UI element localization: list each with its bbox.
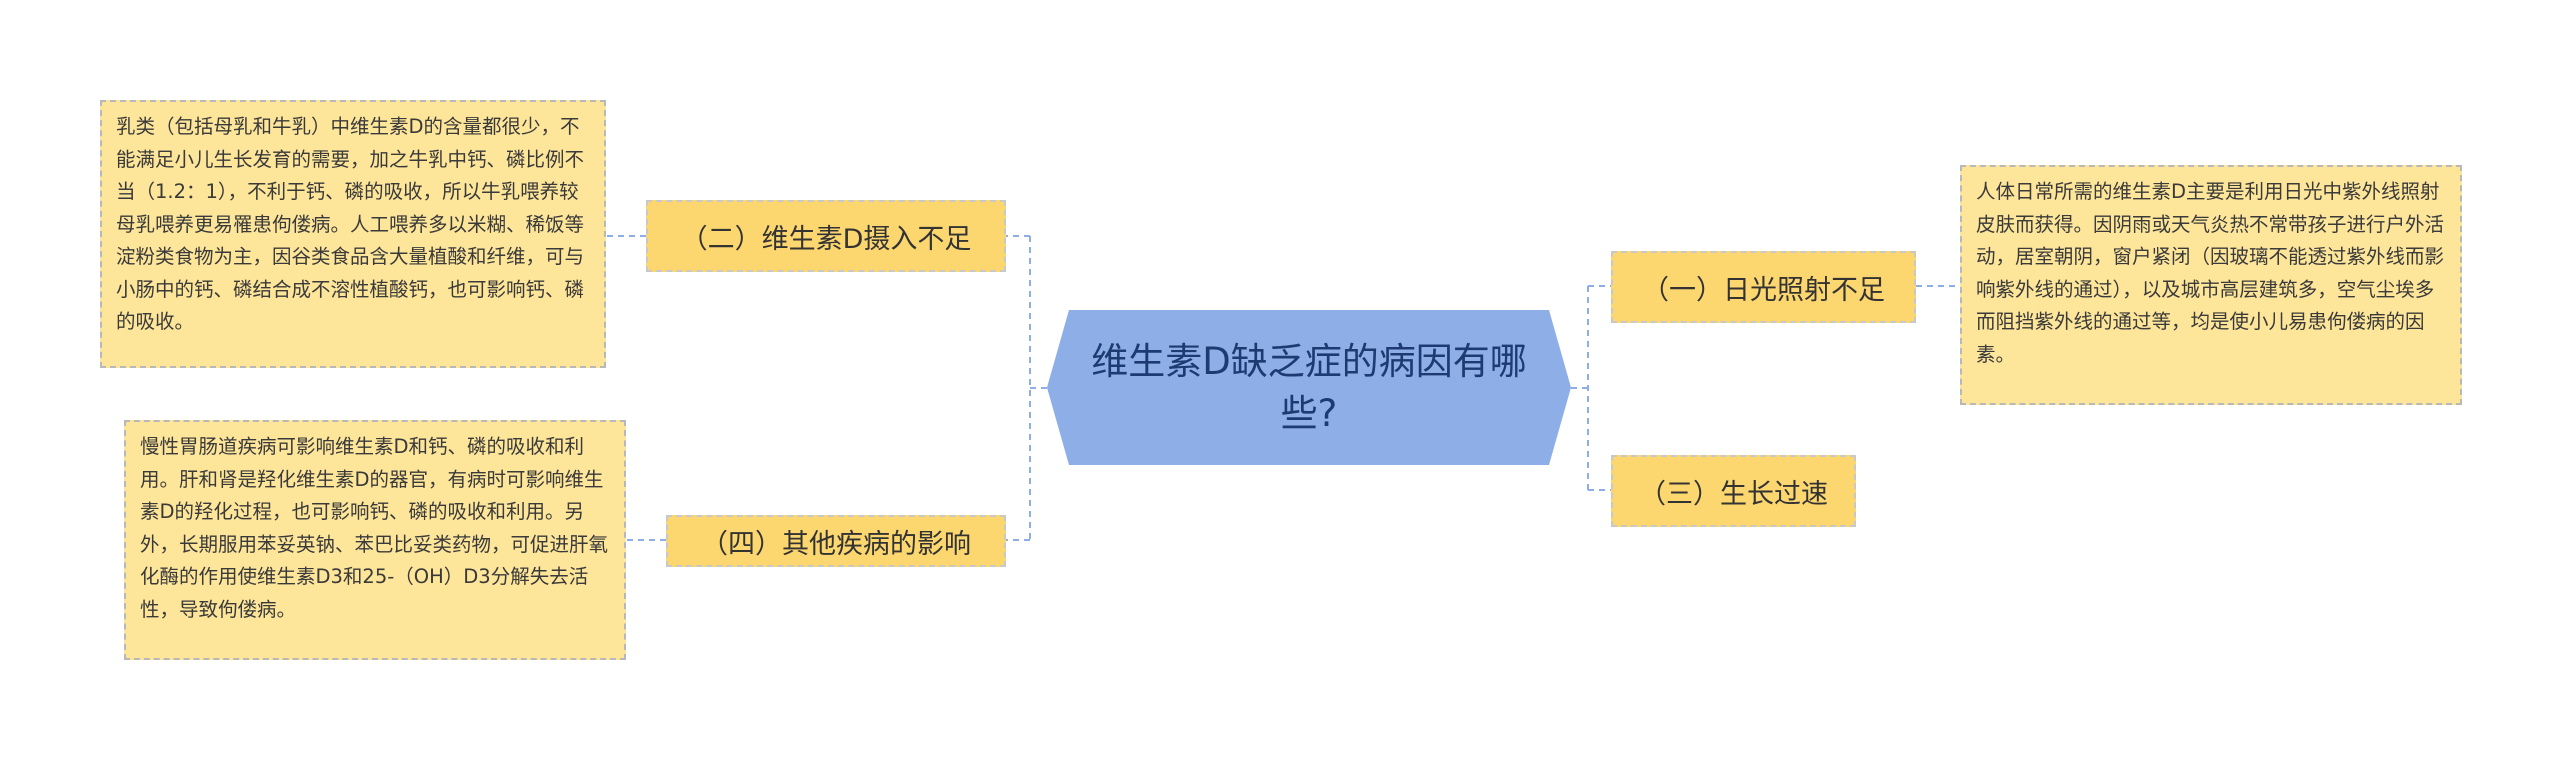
branch-label: （三）生长过速 — [1639, 478, 1828, 510]
branch-label: （一）日光照射不足 — [1642, 274, 1885, 306]
leaf-vitamin-d-intake-detail[interactable]: 乳类（包括母乳和牛乳）中维生素D的含量都很少，不能满足小儿生长发育的需要，加之牛… — [100, 100, 606, 368]
leaf-text: 慢性胃肠道疾病可影响维生素D和钙、磷的吸收和利用。肝和肾是羟化维生素D的器官，有… — [140, 435, 609, 621]
branch-vitamin-d-intake[interactable]: （二）维生素D摄入不足 — [646, 200, 1006, 272]
central-topic-label: 维生素D缺乏症的病因有哪些? — [1091, 339, 1527, 435]
branch-sunlight[interactable]: （一）日光照射不足 — [1611, 251, 1916, 323]
branch-rapid-growth[interactable]: （三）生长过速 — [1611, 455, 1856, 527]
branch-label: （四）其他疾病的影响 — [701, 528, 971, 560]
leaf-text: 人体日常所需的维生素D主要是利用日光中紫外线照射皮肤而获得。因阴雨或天气炎热不常… — [1976, 180, 2445, 366]
leaf-text: 乳类（包括母乳和牛乳）中维生素D的含量都很少，不能满足小儿生长发育的需要，加之牛… — [116, 115, 585, 333]
branch-other-diseases[interactable]: （四）其他疾病的影响 — [666, 515, 1006, 567]
central-topic[interactable]: 维生素D缺乏症的病因有哪些? — [1047, 310, 1571, 465]
leaf-sunlight-detail[interactable]: 人体日常所需的维生素D主要是利用日光中紫外线照射皮肤而获得。因阴雨或天气炎热不常… — [1960, 165, 2462, 405]
branch-label: （二）维生素D摄入不足 — [680, 223, 972, 255]
leaf-other-diseases-detail[interactable]: 慢性胃肠道疾病可影响维生素D和钙、磷的吸收和利用。肝和肾是羟化维生素D的器官，有… — [124, 420, 626, 660]
